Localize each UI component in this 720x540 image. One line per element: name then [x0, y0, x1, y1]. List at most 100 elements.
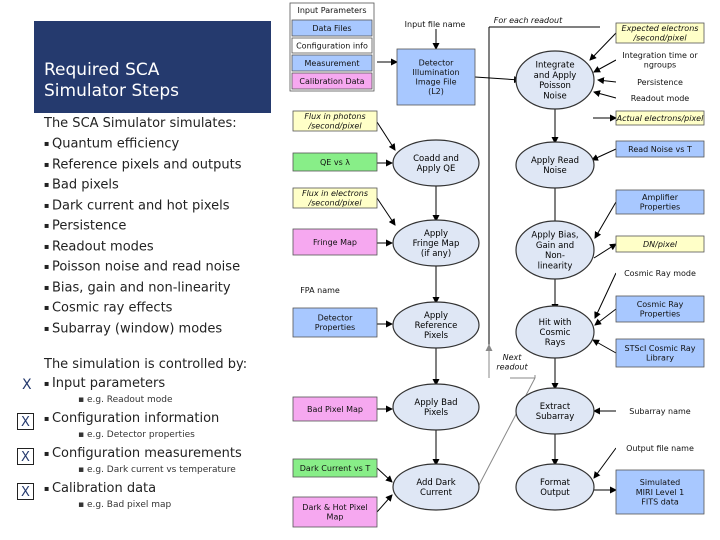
control-mark: X	[17, 413, 34, 430]
feature-label: Dark current and hot pixels	[51, 198, 230, 213]
legend-configuration-info-label: Configuration info	[296, 41, 368, 50]
feature-item: ▪ Cosmic ray effects	[44, 298, 241, 319]
flux-electrons-box	[292, 187, 378, 209]
persistence-box	[616, 75, 704, 89]
connector	[594, 272, 617, 319]
apply-read-noise-node-label: Apply Read	[531, 156, 579, 166]
title-banner	[34, 21, 271, 113]
flux-photons-box	[292, 110, 378, 132]
detector-illumination-file-label: Illumination	[412, 68, 459, 77]
expected-electrons-box-label: /second/pixel	[632, 34, 687, 43]
input-file-name-label: Input file name	[405, 20, 466, 29]
cosmic-ray-library-box-label: Library	[646, 354, 674, 363]
bullet-icon: ▪	[44, 282, 52, 292]
subarray-name-box	[616, 404, 704, 418]
feature-item: ▪ Quantum efficiency	[44, 134, 241, 155]
expected-electrons-box	[615, 22, 705, 44]
apply-reference-pixels-node-label: Reference	[415, 321, 458, 331]
apply-read-noise-node-label: Noise	[543, 166, 567, 176]
integrate-poisson-node	[515, 50, 595, 110]
apply-bias-gain-node	[515, 220, 595, 280]
coadd-apply-qe-node	[392, 139, 480, 187]
feature-label: Subarray (window) modes	[51, 321, 223, 336]
detector-properties-box	[292, 307, 378, 338]
apply-reference-pixels-node-label: Apply	[424, 311, 448, 321]
extract-subarray-node-label: Extract	[540, 402, 571, 412]
bad-pixel-map-box	[292, 396, 378, 422]
bullet-icon: ▪	[44, 484, 52, 493]
bullet-icon: ▪	[44, 200, 52, 210]
simulated-output-box-label: MIRI Level 1	[636, 488, 684, 497]
control-label: ▪ Configuration information	[44, 411, 219, 426]
amplifier-properties-box-label: Amplifier	[642, 193, 679, 202]
amplifier-properties-box	[615, 189, 705, 215]
qe-vs-lambda-box	[292, 152, 378, 172]
dark-current-vs-t-box-label: Dark Current vs T	[300, 464, 371, 473]
integrate-poisson-node-label: Integrate	[535, 61, 574, 71]
control-example: ▪ e.g. Bad pixel map	[78, 500, 172, 510]
format-output-node-label: Format	[540, 478, 571, 488]
flux-electrons-box-label: /second/pixel	[307, 199, 362, 208]
bullet-icon: ▪	[44, 414, 52, 423]
legend-measurement	[291, 54, 373, 72]
cosmic-ray-mode-box-label: Cosmic Ray mode	[624, 269, 696, 278]
apply-read-noise-node	[515, 141, 595, 189]
fringe-map-box-label: Fringe Map	[313, 238, 357, 247]
actual-electrons-box-label: Actual electrons/pixel	[616, 114, 704, 123]
feature-label: Readout modes	[51, 239, 154, 254]
dark-hot-pixel-map-box-label: Dark & Hot Pixel	[302, 503, 367, 512]
dn-pixel-box-label: DN/pixel	[643, 240, 678, 249]
apply-reference-pixels-node	[392, 301, 480, 349]
cosmic-ray-mode-box	[616, 266, 704, 280]
flux-photons-box-label: Flux in photons	[304, 112, 365, 121]
legend-input-parameters: Input Parameters	[297, 6, 366, 15]
cosmic-rays-node-label: Cosmic	[540, 328, 571, 338]
feature-label: Reference pixels and outputs	[51, 157, 242, 172]
detector-properties-box-label: Detector	[318, 314, 354, 323]
add-dark-current-node	[392, 463, 480, 511]
connector	[589, 32, 617, 61]
for-each-readout-label: For each readout	[494, 16, 563, 25]
control-label-text: Calibration data	[51, 481, 157, 496]
bullet-icon: ▪	[44, 139, 52, 148]
connector	[376, 121, 396, 151]
flux-photons-box-label: /second/pixel	[307, 122, 362, 131]
connector	[593, 243, 617, 259]
control-label-text: Configuration information	[51, 411, 220, 426]
coadd-apply-qe-node-label: Apply QE	[417, 164, 456, 174]
next-readout-label: Next	[503, 353, 523, 362]
apply-fringe-map-node-label: (if any)	[421, 249, 451, 259]
legend-calibration-data	[291, 72, 373, 90]
feature-label: Bias, gain and non-linearity	[51, 280, 231, 295]
feature-item: ▪ Reference pixels and outputs	[44, 155, 241, 176]
integrate-poisson-node-label: and Apply	[534, 71, 577, 81]
fpa-name-label: FPA name	[300, 286, 340, 295]
add-dark-current-node-label: Add Dark	[416, 478, 455, 488]
connector	[597, 77, 617, 85]
legend-frame	[289, 2, 375, 92]
control-label-text: Configuration measurements	[51, 446, 242, 461]
detector-illumination-file-label: Image File	[416, 78, 457, 87]
bullet-icon: ▪	[44, 241, 52, 251]
fringe-map-box	[292, 228, 378, 256]
feature-item: ▪ Bias, gain and non-linearity	[44, 278, 241, 299]
integration-time-box	[616, 50, 704, 70]
bullet-icon: ▪	[44, 221, 52, 230]
extract-subarray-node-label: Subarray	[536, 412, 574, 422]
cosmic-ray-library-box	[615, 338, 705, 368]
dark-hot-pixel-map-box	[292, 496, 378, 528]
format-output-node-label: Output	[540, 488, 570, 498]
legend-configuration-info	[291, 37, 373, 54]
readout-mode-box	[616, 91, 704, 105]
readout-mode-box-label: Readout mode	[631, 94, 690, 103]
feature-item: ▪ Bad pixels	[44, 175, 241, 196]
detector-illumination-file-label: (L2)	[428, 87, 444, 96]
connector	[592, 339, 617, 354]
cosmic-rays-node-label: Rays	[545, 338, 566, 348]
apply-fringe-map-node-label: Apply	[424, 229, 448, 239]
bullet-icon: ▪	[44, 379, 52, 388]
format-output-node	[515, 463, 595, 511]
read-noise-vs-t-box	[615, 140, 705, 158]
